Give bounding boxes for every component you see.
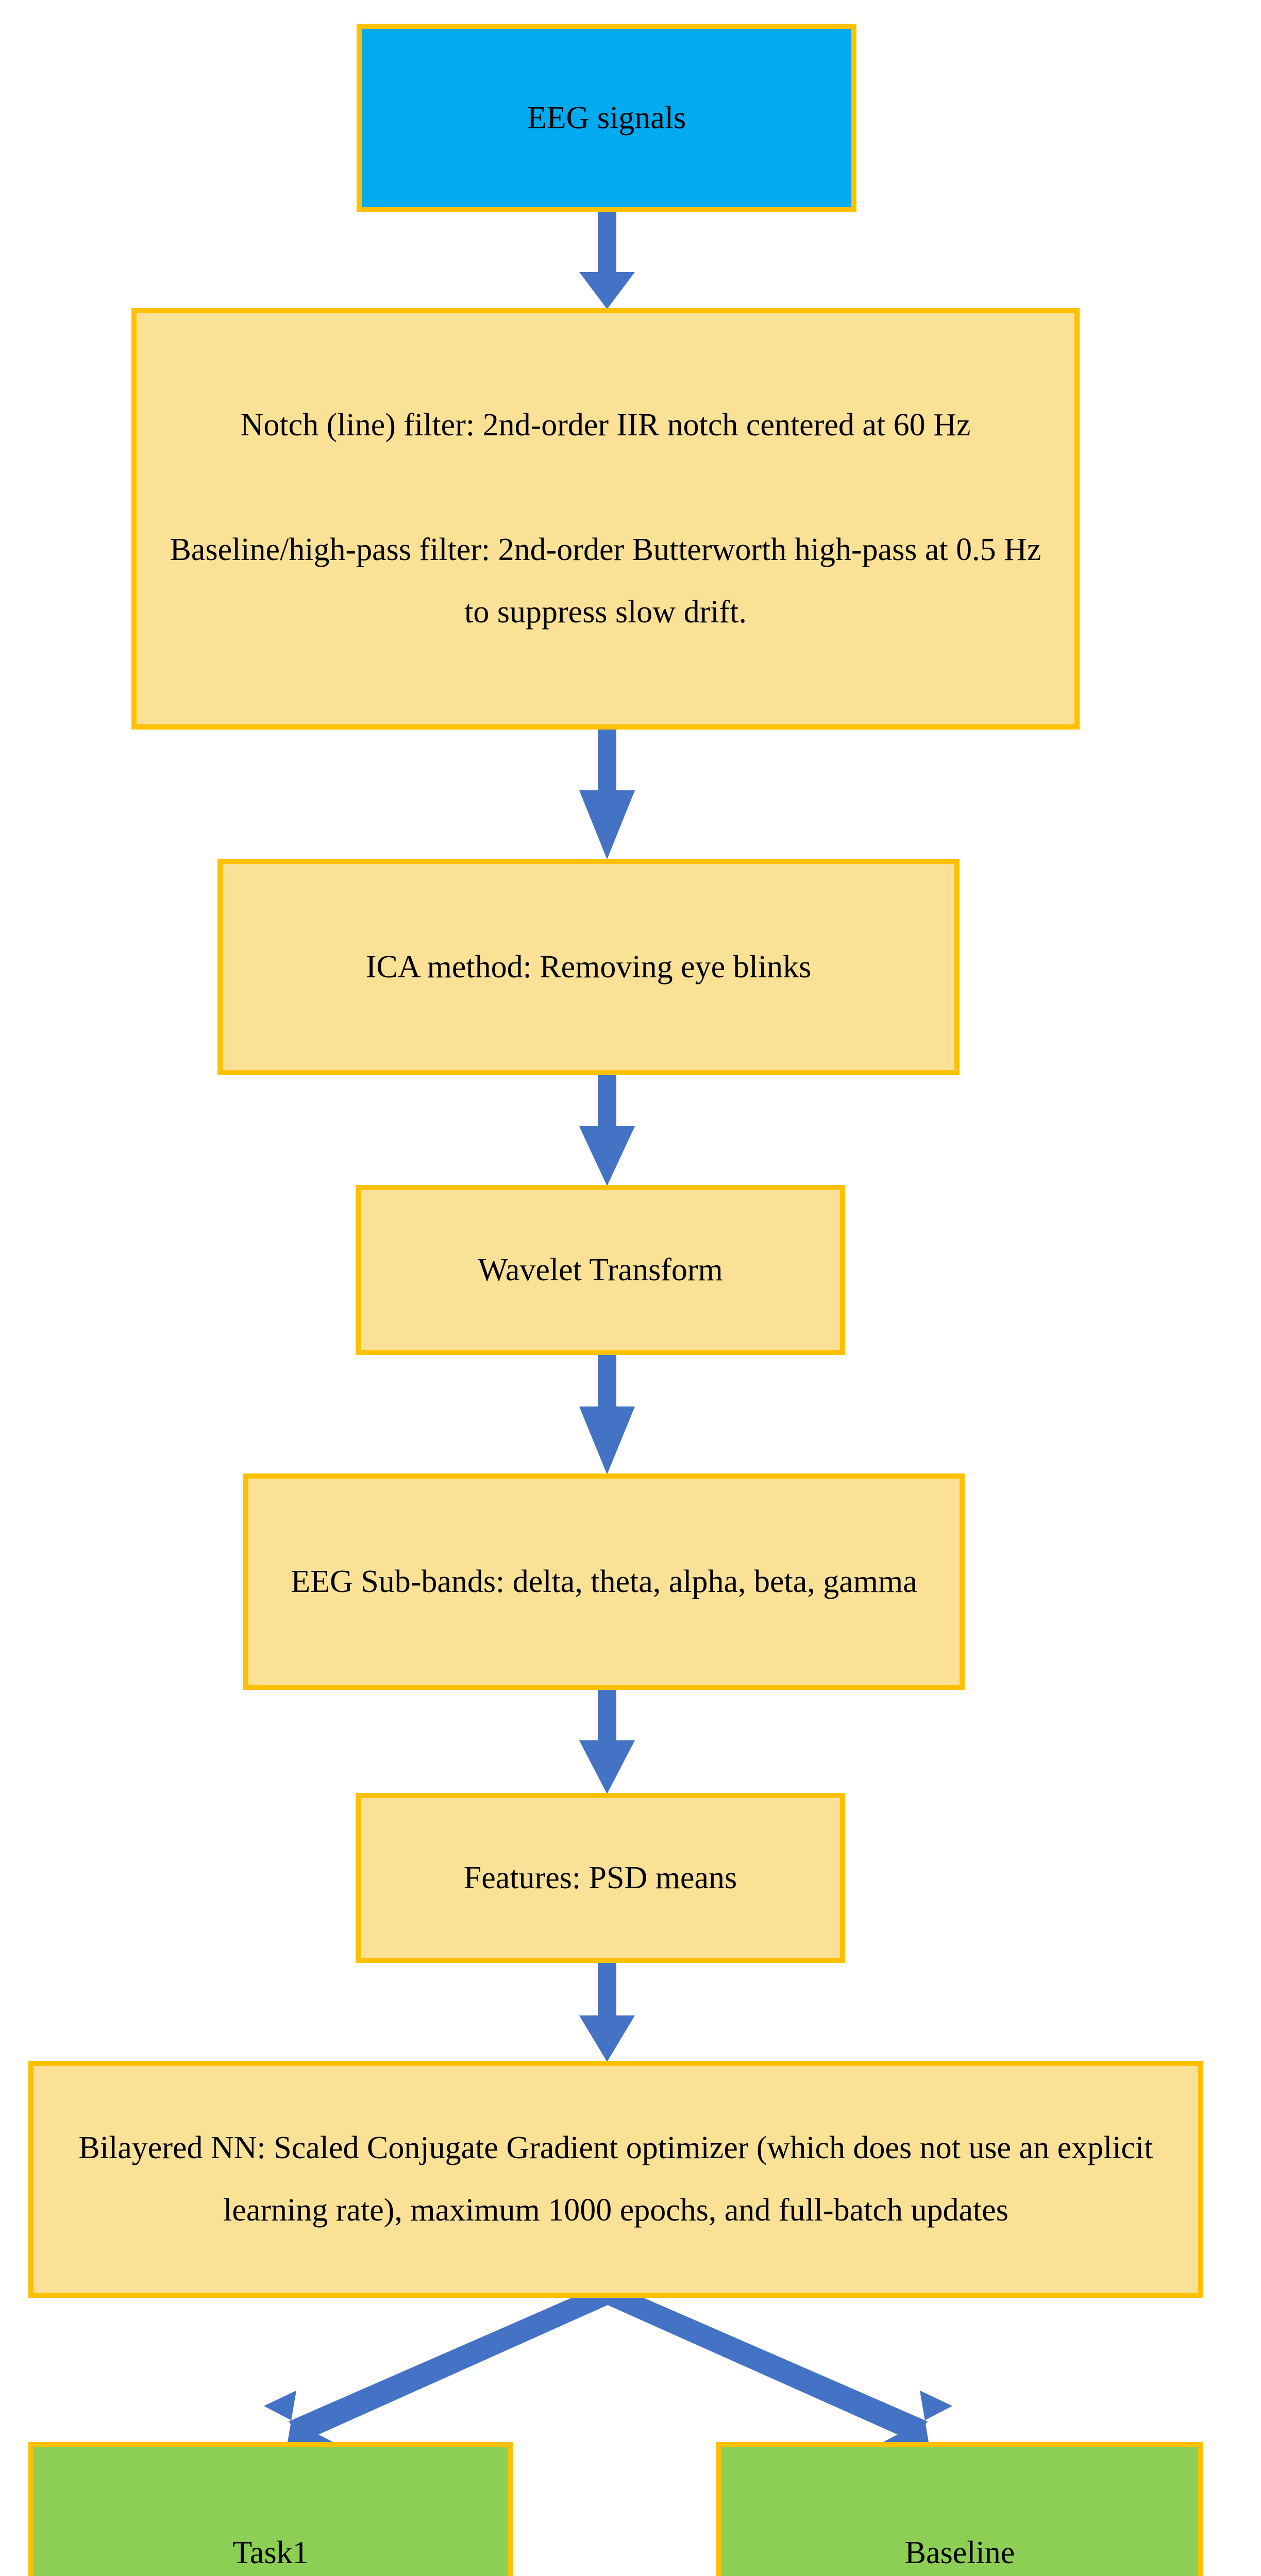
edge-model-to-task1 <box>264 2282 621 2448</box>
node-filtering[interactable]: Notch (line) filter: 2nd-order IIR notch… <box>131 308 1080 730</box>
edge-subbands-to-features <box>579 1690 635 1794</box>
edge-features-to-model <box>579 1963 635 2062</box>
node-eeg-sub-bands[interactable]: EEG Sub-bands: delta, theta, alpha, beta… <box>243 1473 965 1690</box>
node-label: EEG Sub-bands: delta, theta, alpha, beta… <box>291 1564 917 1599</box>
edge-wavelet-to-subbands <box>579 1355 635 1475</box>
node-bilayered-nn[interactable]: Bilayered NN: Scaled Conjugate Gradient … <box>28 2061 1203 2298</box>
node-label: ICA method: Removing eye blinks <box>365 949 812 985</box>
edge-eeg-signals-to-filtering <box>579 212 635 309</box>
node-label: Task1 <box>232 2535 309 2570</box>
node-label: Wavelet Transform <box>478 1252 723 1287</box>
node-wavelet-transform[interactable]: Wavelet Transform <box>356 1185 845 1355</box>
edge-model-to-baseline <box>594 2282 952 2448</box>
node-task1[interactable]: Task1 <box>28 2442 513 2576</box>
node-features[interactable]: Features: PSD means <box>356 1793 845 1963</box>
node-baseline[interactable]: Baseline <box>716 2442 1203 2576</box>
node-label: Bilayered NN: Scaled Conjugate Gradient … <box>78 2130 1153 2228</box>
edge-ica-to-wavelet <box>579 1075 635 1186</box>
node-eeg-signals[interactable]: EEG signals <box>357 24 856 212</box>
node-label: Features: PSD means <box>463 1860 737 1895</box>
node-label: Notch (line) filter: 2nd-order IIR notch… <box>170 408 1041 630</box>
node-label: Baseline <box>904 2535 1015 2570</box>
edge-filtering-to-ica <box>579 730 635 859</box>
node-ica[interactable]: ICA method: Removing eye blinks <box>217 859 960 1075</box>
node-label: EEG signals <box>527 100 686 135</box>
